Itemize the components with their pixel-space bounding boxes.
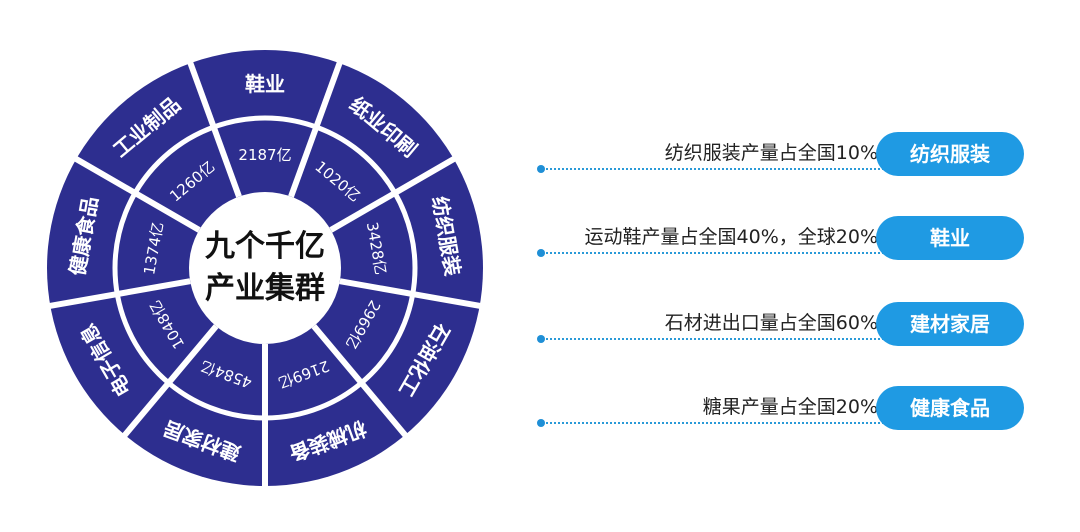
segment-divider xyxy=(329,155,458,233)
connector-dot-icon xyxy=(537,335,545,343)
highlight-row: 纺织服装产量占全国10% 纺织服装 xyxy=(537,128,1030,184)
highlight-text: 石材进出口量占全国60% xyxy=(664,312,878,334)
highlight-text: 糖果产量占全国20% xyxy=(702,396,878,418)
tag-pill[interactable]: 建材家居 xyxy=(876,302,1024,346)
tag-pill[interactable]: 健康食品 xyxy=(876,386,1024,430)
connector-dot-icon xyxy=(537,165,545,173)
tag-pill[interactable]: 鞋业 xyxy=(876,216,1024,260)
highlight-text: 纺织服装产量占全国10% xyxy=(664,142,878,164)
segment-divider xyxy=(339,278,483,310)
highlight-row: 糖果产量占全国20% 健康食品 xyxy=(537,382,1030,438)
dotted-connector xyxy=(542,422,888,424)
segment-divider xyxy=(186,60,242,198)
center-title-line2: 产业集群 xyxy=(205,271,325,306)
center-title-line1: 九个千亿 xyxy=(205,229,325,264)
cluster-name-label: 鞋业 xyxy=(245,72,285,96)
connector-dot-icon xyxy=(537,249,545,257)
dotted-connector xyxy=(542,338,888,340)
segment-divider xyxy=(288,60,344,198)
center-circle xyxy=(189,192,341,344)
segment-divider xyxy=(72,155,201,233)
segment-divider xyxy=(47,278,191,310)
connector-dot-icon xyxy=(537,419,545,427)
dotted-connector xyxy=(542,252,888,254)
dotted-connector xyxy=(542,168,888,170)
industry-cluster-wheel: 九个千亿 产业集群 鞋业2187亿纸业印刷1020亿纺织服装3428亿石油化工2… xyxy=(47,50,483,488)
highlight-text: 运动鞋产量占全国40%，全球20% xyxy=(584,226,878,248)
segment-divider xyxy=(311,324,409,439)
highlight-row: 运动鞋产量占全国40%，全球20% 鞋业 xyxy=(537,212,1030,268)
tag-pill[interactable]: 纺织服装 xyxy=(876,132,1024,176)
highlight-row: 石材进出口量占全国60% 建材家居 xyxy=(537,298,1030,354)
segment-divider xyxy=(121,324,219,439)
cluster-value-label: 2187亿 xyxy=(238,146,291,164)
